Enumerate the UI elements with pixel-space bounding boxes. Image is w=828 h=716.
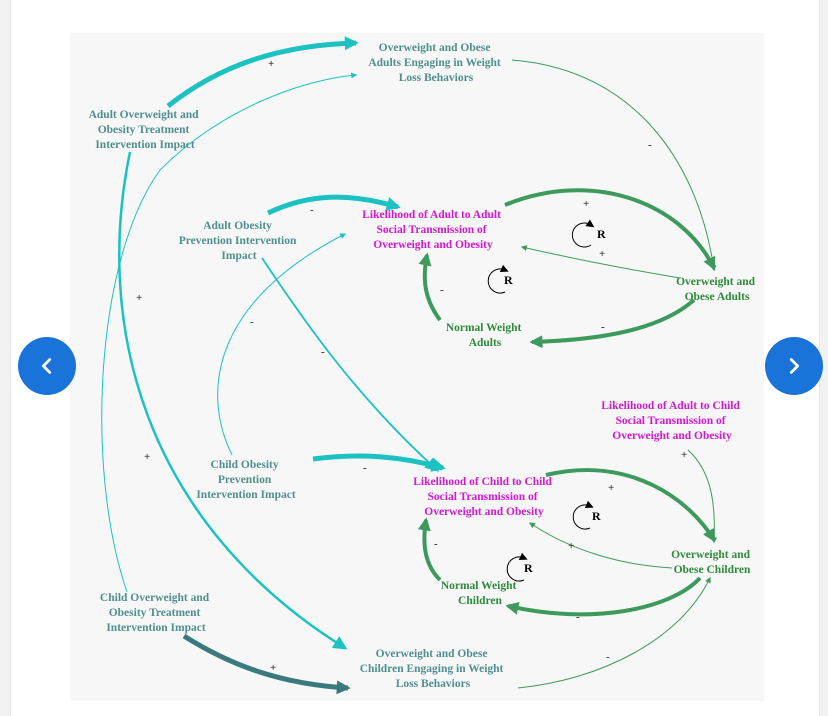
- polarity-plus: +: [681, 449, 687, 461]
- next-button[interactable]: [765, 337, 823, 395]
- polarity-plus: +: [136, 292, 142, 304]
- polarity-plus: +: [583, 198, 589, 210]
- polarity-plus: +: [568, 540, 574, 552]
- node-adult-treatment: Adult Overweight and Obesity Treatment I…: [89, 109, 202, 151]
- link-child-prevention-to-adult-social: [217, 233, 347, 456]
- loop-r-label: R: [592, 509, 601, 523]
- polarity-minus: -: [648, 139, 652, 151]
- polarity-plus: +: [608, 482, 614, 494]
- polarity-plus: +: [270, 662, 276, 674]
- link-normal-children-to-child-social: [417, 517, 442, 582]
- link-overweight-adults-to-normal-adults: [529, 298, 696, 349]
- polarity-minus: -: [601, 321, 605, 333]
- polarity-plus: +: [144, 451, 150, 463]
- node-children-engaging: Overweight and Obese Children Engaging i…: [360, 648, 507, 690]
- link-adult-social-to-overweight-adults: [504, 188, 716, 271]
- link-adult-child-social-to-overweight-children: [687, 449, 718, 544]
- node-overweight-children: Overweight and Obese Children: [671, 549, 753, 576]
- link-child-prevention-to-child-social: [312, 453, 446, 472]
- loop-r-child-upper: R: [572, 500, 601, 530]
- link-child-treatment-to-children-engaging: [182, 633, 351, 695]
- polarity-minus: -: [250, 316, 254, 328]
- node-child-treatment: Child Overweight and Obesity Treatment I…: [100, 592, 212, 634]
- link-adult-prevention-to-adult-social: [266, 194, 401, 216]
- node-normal-adults: Normal Weight Adults: [446, 322, 524, 349]
- polarity-minus: -: [363, 462, 367, 474]
- node-child-social: Likelihood of Child to Child Social Tran…: [413, 476, 555, 518]
- polarity-minus: -: [606, 651, 610, 663]
- polarity-minus: -: [576, 611, 580, 623]
- polarity-minus: -: [310, 204, 314, 216]
- previous-button[interactable]: [18, 337, 76, 395]
- link-child-social-to-overweight-children: [545, 468, 716, 543]
- loop-r-child-lower: R: [506, 552, 533, 582]
- diagram-canvas: R R R R + - + - + + - - - - + - + + - + …: [89, 36, 758, 695]
- node-adult-child-social: Likelihood of Adult to Child Social Tran…: [601, 400, 743, 442]
- causal-loop-diagram: R R R R + - + - + + - - - - + - + + - + …: [70, 33, 764, 701]
- loop-r-label: R: [504, 273, 513, 287]
- polarity-minus: -: [440, 284, 444, 296]
- loop-r-label: R: [524, 561, 533, 575]
- link-overweight-children-to-child-social: [529, 522, 673, 569]
- node-child-prevention: Child Obesity Prevention Intervention Im…: [196, 459, 296, 501]
- loop-r-label: R: [597, 227, 606, 241]
- link-child-treatment-to-adults-engaging: [101, 72, 358, 593]
- node-normal-children: Normal Weight Children: [441, 580, 519, 607]
- node-adult-social: Likelihood of Adult to Adult Social Tran…: [362, 209, 504, 251]
- polarity-minus: -: [321, 346, 325, 358]
- polarity-signs: + - + - + + - - - - + - + + - + - - +: [136, 58, 687, 674]
- node-adults-engaging: Overweight and Obese Adults Engaging in …: [368, 42, 503, 84]
- chevron-right-icon: [789, 358, 800, 374]
- polarity-minus: -: [434, 538, 438, 550]
- polarity-plus: +: [599, 248, 605, 260]
- loop-r-adult-lower: R: [487, 264, 513, 294]
- link-normal-adults-to-adult-social: [418, 252, 442, 322]
- chevron-left-icon: [41, 358, 52, 374]
- link-adult-treatment-to-adults-engaging: [166, 36, 359, 108]
- link-adult-prevention-to-child-social: [261, 257, 440, 472]
- node-overweight-adults: Overweight and Obese Adults: [676, 276, 758, 303]
- link-adults-engaging-to-overweight-adults: [511, 59, 717, 272]
- polarity-plus: +: [268, 58, 274, 70]
- node-adult-prevention: Adult Obesity Prevention Intervention Im…: [179, 220, 300, 262]
- link-overweight-adults-to-adult-social: [520, 245, 681, 279]
- link-adult-treatment-to-children-engaging: [117, 151, 348, 650]
- link-children-engaging-to-overweight-children: [517, 576, 711, 689]
- loop-r-adult-upper: R: [571, 219, 606, 248]
- link-overweight-children-to-normal-children: [505, 576, 702, 617]
